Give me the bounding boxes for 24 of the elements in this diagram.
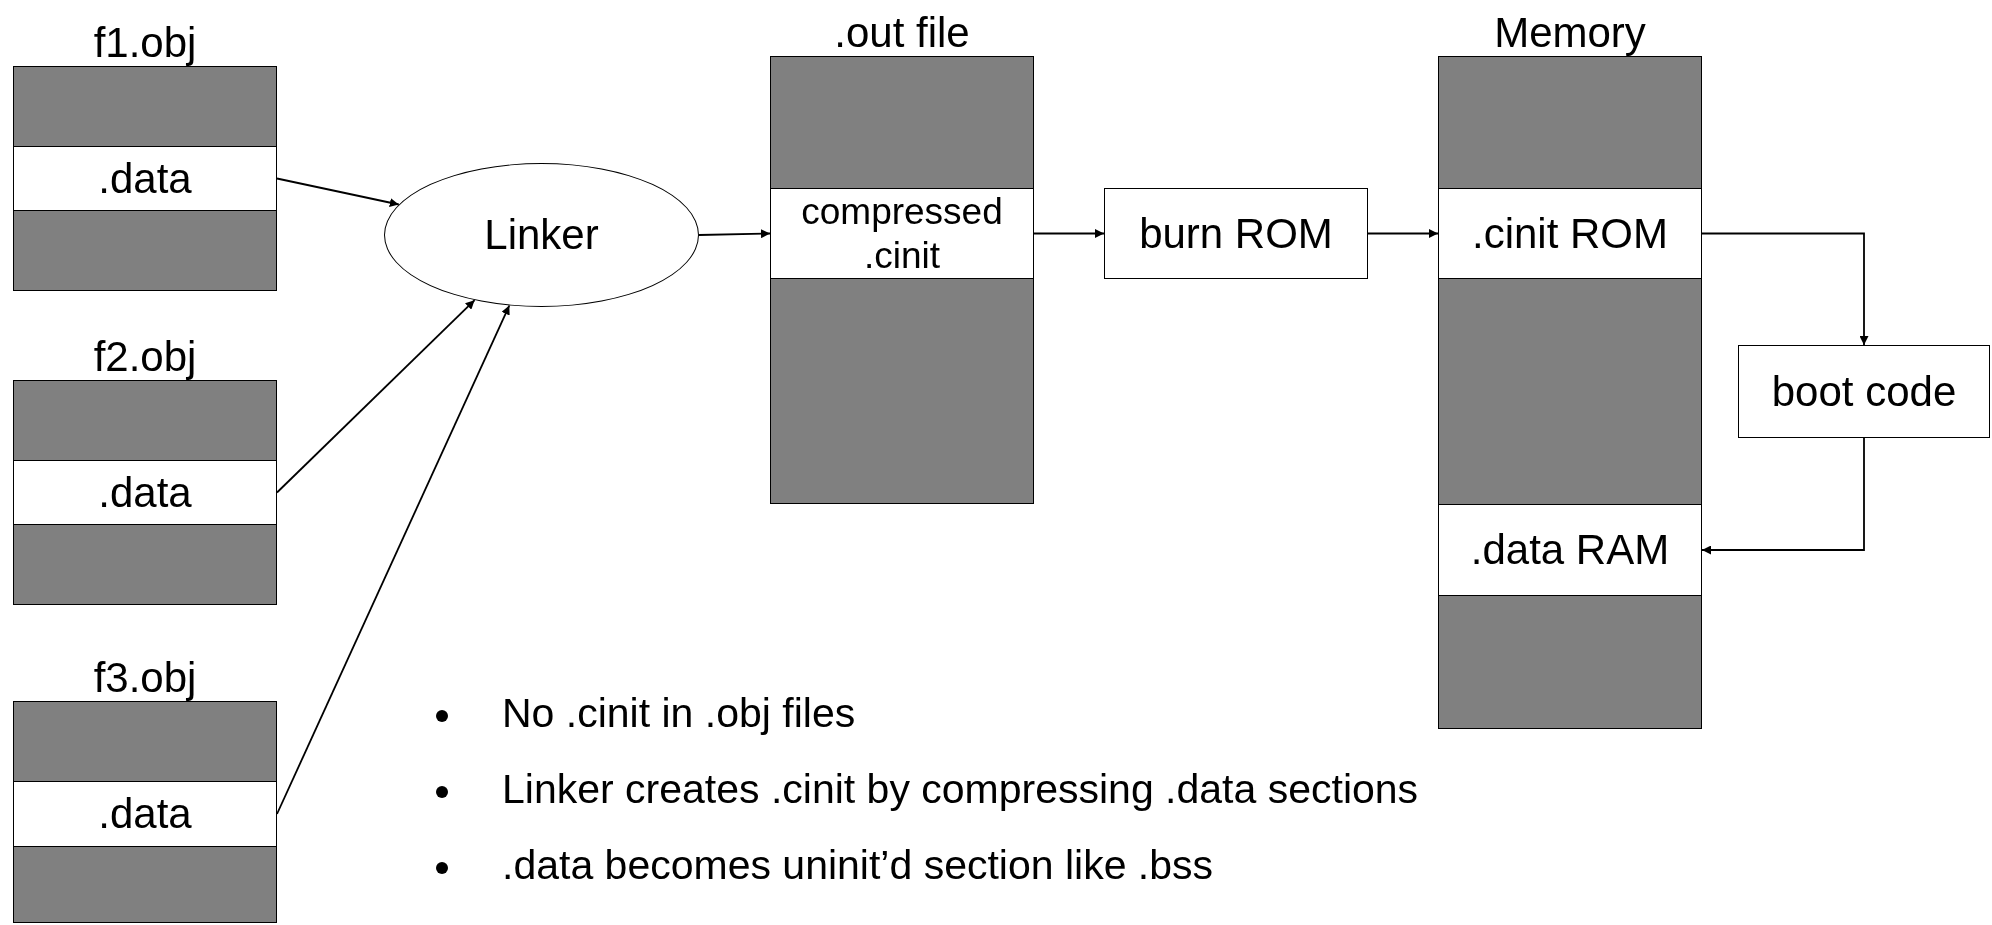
arrow [1701,232,1869,346]
memory-section: compressed .cinit [770,188,1034,279]
arrow [1701,437,1865,555]
process-box: burn ROM [1104,188,1368,279]
memory-section: .data [13,781,277,847]
arrow [276,177,400,207]
arrow [1033,229,1105,238]
bullet-text: No .cinit in .obj files [502,690,856,737]
memory-section: .data [13,460,277,525]
memory-section: .data RAM [1438,504,1702,596]
arrow [276,299,476,494]
process-ellipse: Linker [384,163,699,307]
process-box: boot code [1738,345,1990,438]
block-heading: f2.obj [92,334,198,380]
block-heading: f1.obj [92,20,198,66]
block-heading: Memory [1493,10,1647,56]
memory-section: .data [13,146,277,211]
block-heading: f3.obj [92,655,198,701]
arrow [1367,229,1439,238]
block-heading: .out file [833,10,971,56]
memory-section: .cinit ROM [1438,188,1702,279]
bullet-text: Linker creates .cinit by compressing .data sections [502,766,1419,813]
bullet-text: .data becomes uninit’d section like .bss [502,842,1214,889]
arrow [698,229,771,239]
